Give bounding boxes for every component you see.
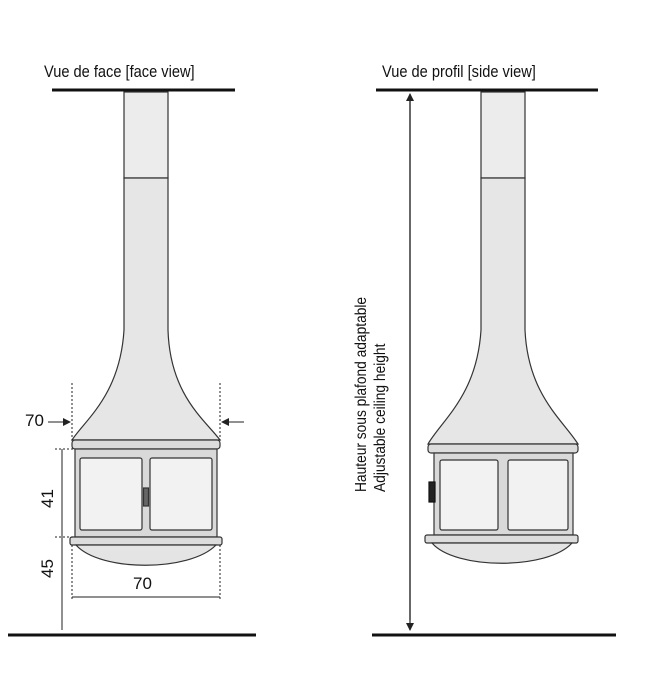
side-view-title: Vue de profil [side view] — [382, 62, 536, 81]
side-hood — [426, 177, 580, 445]
glass-height-label: 41 — [38, 489, 57, 508]
body-width-label: 70 — [133, 574, 152, 593]
face-glass-left — [79, 457, 143, 531]
ceiling-height-note: Hauteur sous plafond adaptable Adjustabl… — [352, 202, 390, 492]
face-view-title: Vue de face [face view] — [44, 62, 195, 81]
face-flue-upper — [123, 91, 169, 179]
face-dimensions — [48, 383, 244, 630]
side-bowl — [430, 542, 574, 564]
face-hood — [70, 177, 222, 441]
ceiling-note-french: Hauteur sous plafond adaptable — [353, 296, 370, 492]
side-glass-left — [439, 459, 499, 531]
side-hood-rim — [427, 443, 579, 454]
face-bowl — [74, 544, 218, 566]
face-base-rim — [69, 536, 223, 546]
face-door-handle — [142, 487, 150, 507]
ceiling-note-english: Adjustable ceiling height — [372, 343, 389, 492]
face-stove — [69, 91, 223, 566]
face-glass-right — [149, 457, 213, 531]
side-handle — [428, 481, 436, 503]
face-hood-rim — [71, 439, 221, 450]
side-glass-right — [507, 459, 569, 531]
flue-offset-label: 70 — [25, 411, 44, 430]
side-base-rim — [424, 534, 579, 544]
side-stove — [424, 91, 580, 564]
base-height-label: 45 — [38, 559, 57, 578]
side-flue-upper — [480, 91, 526, 179]
